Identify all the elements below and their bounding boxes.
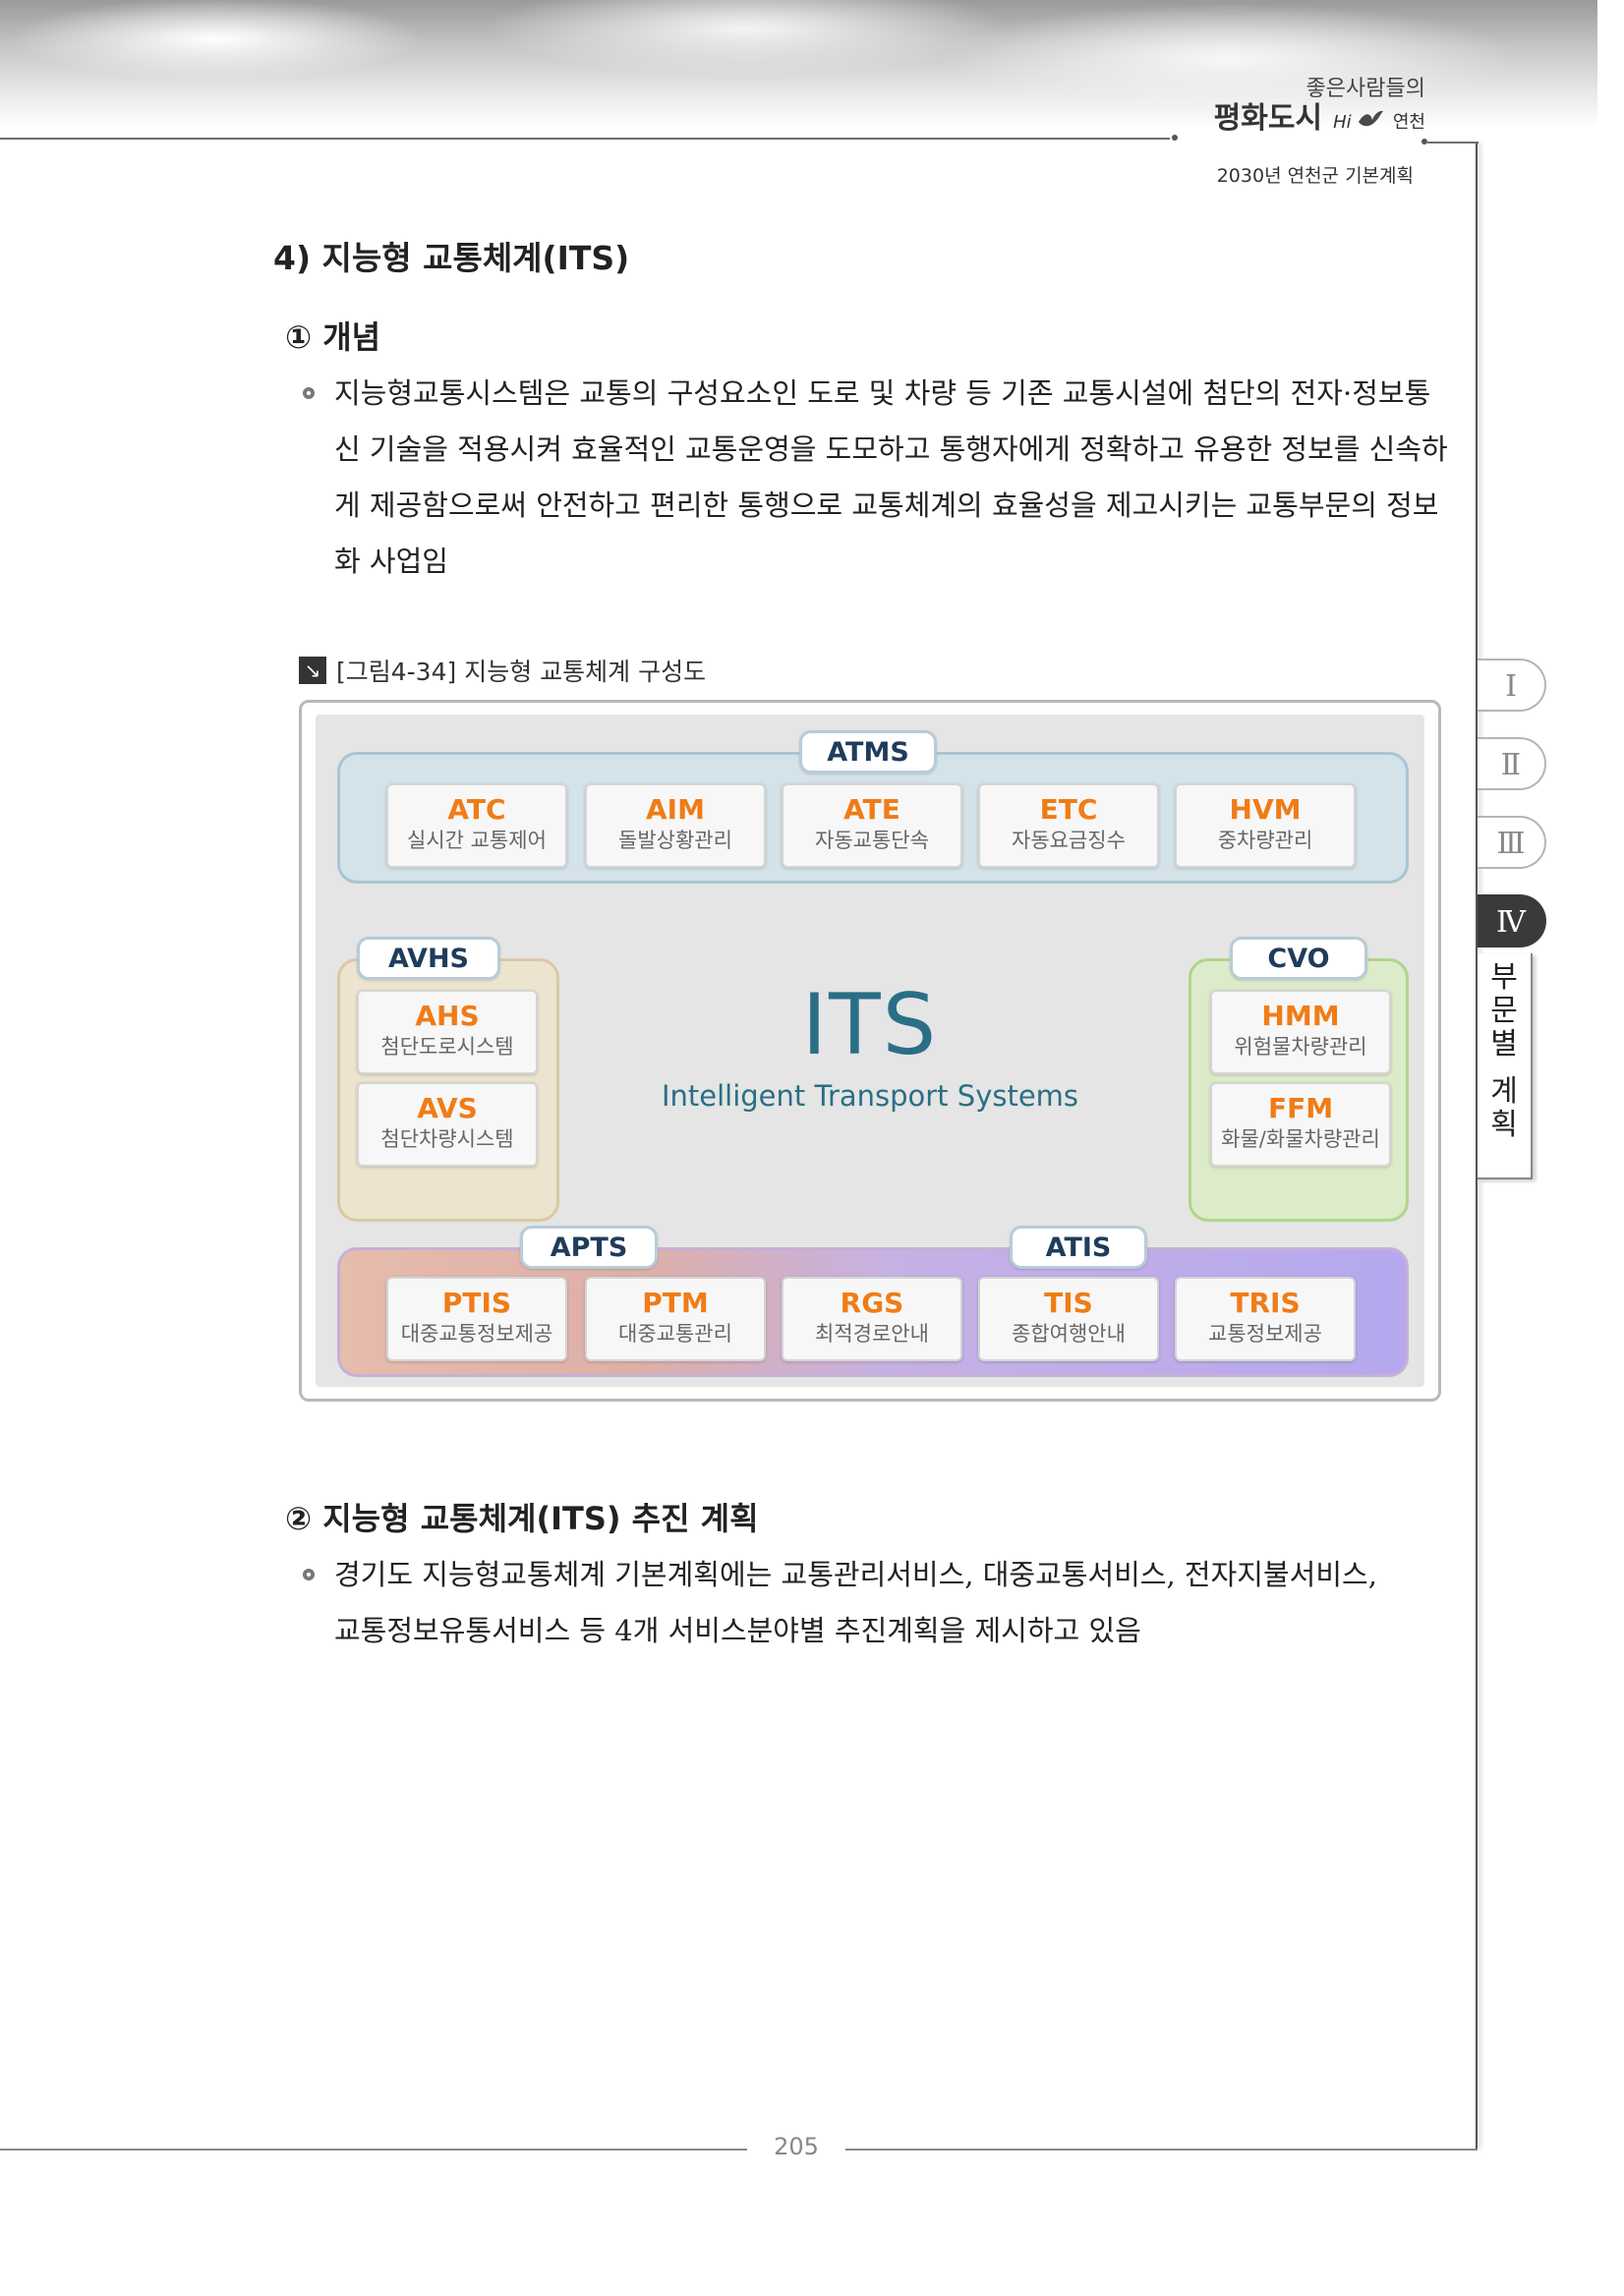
footer-rule-left xyxy=(0,2149,747,2151)
box-desc: 대중교통관리 xyxy=(618,1322,732,1346)
box-desc: 첨단차량시스템 xyxy=(380,1127,514,1151)
box-code: ETC xyxy=(1039,793,1098,826)
box-hmm: HMM 위험물차량관리 xyxy=(1210,990,1391,1074)
bullet-icon xyxy=(303,1569,315,1580)
paragraph-text: 경기도 지능형교통체계 기본계획에는 교통관리서비스, 대중교통서비스, 전자지… xyxy=(334,1558,1377,1647)
box-desc: 첨단도로시스템 xyxy=(380,1035,514,1059)
chapter-tab-3[interactable]: Ⅲ xyxy=(1478,816,1546,869)
bullet-icon xyxy=(303,387,315,399)
label-atis: ATIS xyxy=(1010,1226,1147,1269)
brand-logo: 좋은사람들의 평화도시 Hi 연천 xyxy=(1180,77,1425,136)
box-tis: TIS 종합여행안내 xyxy=(978,1277,1159,1361)
box-ptm: PTM 대중교통관리 xyxy=(585,1277,766,1361)
section-tab-char: 별 xyxy=(1490,1027,1518,1062)
box-code: PTM xyxy=(642,1287,709,1319)
box-code: TIS xyxy=(1044,1287,1093,1319)
box-desc: 중차량관리 xyxy=(1217,829,1313,852)
box-desc: 종합여행안내 xyxy=(1012,1322,1126,1346)
box-ptis: PTIS 대중교통정보제공 xyxy=(386,1277,567,1361)
box-ffm: FFM 화물/화물차량관리 xyxy=(1210,1082,1391,1167)
box-code: ATE xyxy=(843,793,900,826)
figure-caption-text: [그림4-34] 지능형 교통체계 구성도 xyxy=(336,658,707,686)
brand-place: 연천 xyxy=(1392,112,1425,133)
box-code: PTIS xyxy=(441,1287,512,1319)
section-heading: 4) 지능형 교통체계(ITS) xyxy=(273,239,630,277)
box-aim: AIM 돌발상황관리 xyxy=(585,783,766,868)
box-code: AHS xyxy=(415,1000,480,1032)
paragraph-concept: 지능형교통시스템은 교통의 구성요소인 도로 및 차량 등 기존 교통시설에 첨… xyxy=(303,366,1453,590)
box-hvm: HVM 중차량관리 xyxy=(1175,783,1356,868)
box-atc: ATC 실시간 교통제어 xyxy=(386,783,567,868)
section-tab-char: 부 xyxy=(1490,960,1518,995)
box-code: TRIS xyxy=(1230,1287,1301,1319)
label-avhs: AVHS xyxy=(357,937,500,980)
plan-title: 2030년 연천군 기본계획 xyxy=(1216,165,1414,187)
chapter-tab-2[interactable]: Ⅱ xyxy=(1478,737,1546,790)
box-ate: ATE 자동교통단속 xyxy=(782,783,962,868)
page-right-border xyxy=(1476,144,1478,2149)
box-desc: 위험물차량관리 xyxy=(1234,1035,1367,1059)
box-code: HMM xyxy=(1261,1000,1340,1032)
box-desc: 돌발상황관리 xyxy=(618,829,732,852)
arrow-icon: ↘ xyxy=(299,657,326,684)
its-diagram: ATMS AVHS CVO APTS ATIS ATC 실시간 교통제어 AIM… xyxy=(299,700,1441,1402)
bird-icon xyxy=(1358,110,1383,127)
chapter-tab-1[interactable]: Ⅰ xyxy=(1478,659,1546,712)
box-desc: 화물/화물차량관리 xyxy=(1221,1127,1380,1151)
box-desc: 자동교통단속 xyxy=(815,829,929,852)
rule-dot xyxy=(1172,135,1178,141)
diagram-canvas: ATMS AVHS CVO APTS ATIS ATC 실시간 교통제어 AIM… xyxy=(316,715,1424,1387)
brand-slogan: 좋은사람들의 xyxy=(1305,77,1425,101)
box-desc: 실시간 교통제어 xyxy=(407,829,547,852)
its-subtitle: Intelligent Transport Systems xyxy=(661,1079,1079,1113)
its-title: ITS xyxy=(801,976,939,1074)
paragraph-plan: 경기도 지능형교통체계 기본계획에는 교통관리서비스, 대중교통서비스, 전자지… xyxy=(303,1547,1404,1659)
box-desc: 자동요금징수 xyxy=(1012,829,1126,852)
subheading-concept: ① 개념 xyxy=(285,318,381,356)
box-code: AIM xyxy=(646,793,705,826)
box-code: RGS xyxy=(840,1287,904,1319)
label-atms: ATMS xyxy=(799,730,937,774)
subheading-plan: ② 지능형 교통체계(ITS) 추진 계획 xyxy=(285,1500,759,1537)
rule-dot xyxy=(1421,139,1427,144)
box-desc: 교통정보제공 xyxy=(1208,1322,1322,1346)
section-tab[interactable]: 부 문 별 계 획 xyxy=(1478,953,1533,1179)
chapter-tab-4[interactable]: Ⅳ xyxy=(1478,894,1546,947)
section-tab-char: 문 xyxy=(1490,994,1518,1028)
box-ahs: AHS 첨단도로시스템 xyxy=(357,990,538,1074)
header-sky-banner xyxy=(0,0,1597,128)
brand-hi: Hi xyxy=(1333,112,1352,133)
box-avs: AVS 첨단차량시스템 xyxy=(357,1082,538,1167)
box-code: ATC xyxy=(447,793,506,826)
box-code: FFM xyxy=(1267,1092,1334,1124)
brand-city: 평화도시 xyxy=(1213,101,1323,136)
box-tris: TRIS 교통정보제공 xyxy=(1175,1277,1356,1361)
label-apts: APTS xyxy=(520,1226,658,1269)
box-code: HVM xyxy=(1229,793,1302,826)
paragraph-text: 지능형교통시스템은 교통의 구성요소인 도로 및 차량 등 기존 교통시설에 첨… xyxy=(334,376,1448,578)
figure-caption: ↘ [그림4-34] 지능형 교통체계 구성도 xyxy=(299,653,706,688)
footer-rule-right xyxy=(845,2149,1478,2151)
header-rule xyxy=(0,138,1170,140)
label-cvo: CVO xyxy=(1230,937,1367,980)
section-tab-char: 계 xyxy=(1490,1074,1518,1109)
box-desc: 대중교통정보제공 xyxy=(400,1322,553,1346)
header-rule-right xyxy=(1427,142,1479,144)
box-desc: 최적경로안내 xyxy=(815,1322,929,1346)
box-code: AVS xyxy=(417,1092,478,1124)
box-etc: ETC 자동요금징수 xyxy=(978,783,1159,868)
page-number: 205 xyxy=(774,2133,819,2160)
box-rgs: RGS 최적경로안내 xyxy=(782,1277,962,1361)
section-tab-char: 획 xyxy=(1490,1108,1518,1142)
